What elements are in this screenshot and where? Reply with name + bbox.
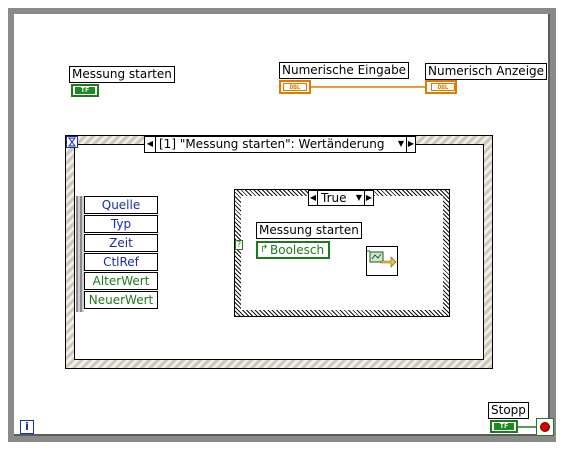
selector-divider <box>406 137 407 152</box>
subvi-graphic <box>367 250 397 268</box>
loop-iteration-icon[interactable]: i <box>20 420 34 434</box>
messung-starten-label[interactable]: Messung starten <box>69 66 175 83</box>
local-variable-value: Boolesch <box>270 243 325 257</box>
node-item-quelle[interactable]: Quelle <box>84 196 158 214</box>
node-item-ctlref[interactable]: CtlRef <box>84 253 158 271</box>
case-selector-label: True <box>321 191 347 205</box>
next-case-arrow-icon[interactable]: ▶ <box>365 193 373 202</box>
selector-divider <box>155 137 156 152</box>
node-item-typ[interactable]: Typ <box>84 215 158 233</box>
event-data-node[interactable]: Quelle Typ Zeit CtlRef AlterWert NeuerWe… <box>76 196 158 312</box>
case-selector-terminal[interactable]: ? <box>235 240 243 250</box>
numerisch-anzeige-label[interactable]: Numerisch Anzeige <box>425 63 548 80</box>
stopp-terminal[interactable]: TF <box>490 420 518 433</box>
boolean-terminal-icon: TF <box>75 87 95 94</box>
while-loop-shadow <box>14 14 550 436</box>
next-event-arrow-icon[interactable]: ▶ <box>407 139 415 148</box>
hourglass-icon <box>68 137 76 147</box>
numerische-eingabe-terminal[interactable]: DBL <box>279 80 311 94</box>
boolean-terminal-icon: TF <box>494 423 514 430</box>
selector-divider <box>364 191 365 205</box>
numeric-indicator-icon: DBL <box>431 83 455 91</box>
timeout-icon[interactable] <box>66 136 78 148</box>
event-data-node-bar <box>76 196 84 312</box>
node-item-neuerwert[interactable]: NeuerWert <box>84 291 158 309</box>
messung-starten-terminal[interactable]: TF <box>71 84 99 97</box>
stop-condition-dot <box>540 422 550 432</box>
node-item-zeit[interactable]: Zeit <box>84 234 158 252</box>
boolesch-local-variable[interactable]: ↱ Boolesch <box>256 241 330 259</box>
subvi-icon[interactable] <box>366 246 398 276</box>
local-variable-label[interactable]: Messung starten <box>256 222 362 239</box>
local-arrow-icon: ↱ <box>260 244 269 255</box>
event-selector-label: [1] "Messung starten": Wertänderung <box>159 137 385 151</box>
dropdown-arrow-icon[interactable]: ▼ <box>397 139 405 148</box>
stop-button-icon[interactable] <box>536 418 554 436</box>
prev-case-arrow-icon[interactable]: ◀ <box>309 193 317 202</box>
stopp-label[interactable]: Stopp <box>488 402 529 419</box>
selector-divider <box>317 191 318 205</box>
node-item-alterwert[interactable]: AlterWert <box>84 272 158 290</box>
case-selector[interactable]: ◀ True ▼ ▶ <box>308 190 374 206</box>
numeric-terminal-icon: DBL <box>283 83 307 91</box>
event-selector[interactable]: ◀ [1] "Messung starten": Wertänderung ▼ … <box>144 136 416 153</box>
dropdown-arrow-icon[interactable]: ▼ <box>355 193 363 202</box>
numerische-eingabe-label[interactable]: Numerische Eingabe <box>279 62 410 79</box>
prev-event-arrow-icon[interactable]: ◀ <box>146 139 154 148</box>
